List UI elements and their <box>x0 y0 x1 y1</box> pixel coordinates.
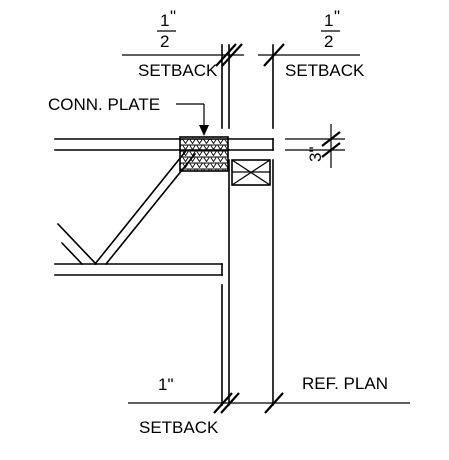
connector-plate <box>179 136 229 172</box>
top-plate-blocking <box>231 159 271 186</box>
bottom-tick-3 <box>264 392 284 414</box>
top-left-tick-2 <box>221 43 243 67</box>
bottom-setback-label: SETBACK <box>139 418 219 437</box>
connector-plate-hatch <box>179 136 229 172</box>
conn-plate-label: CONN. PLATE <box>48 95 160 114</box>
top-right-fraction-denominator: 2 <box>324 32 333 51</box>
top-left-fraction-denominator: 2 <box>160 32 169 51</box>
top-right-setback-label: SETBACK <box>285 61 365 80</box>
bottom-dimension-value: 1" <box>158 375 174 394</box>
top-left-inch-mark: " <box>170 7 176 26</box>
top-left-setback-label: SETBACK <box>138 61 218 80</box>
bottom-tick-2 <box>220 392 240 414</box>
web-left-lower-edge <box>60 241 84 266</box>
top-right-inch-mark: " <box>334 7 340 26</box>
ref-plan-label: REF. PLAN <box>302 374 388 393</box>
truss-webs <box>56 150 197 266</box>
three-inch-dimension: 3" <box>285 124 345 168</box>
bottom-tick-1 <box>213 392 233 414</box>
dim-3-tick-bottom <box>321 142 341 158</box>
dim-3-label: 3" <box>306 147 325 163</box>
conn-plate-callout: CONN. PLATE <box>48 95 209 136</box>
top-right-setback-dimension: 1 " 2 SETBACK <box>258 7 365 80</box>
dim-3-tick-top <box>321 131 341 147</box>
web-diagonal-lower-edge <box>104 152 197 266</box>
bottom-setback-dimension: 1" SETBACK REF. PLAN <box>128 374 410 437</box>
top-left-setback-dimension: 1 " 2 SETBACK <box>122 7 244 80</box>
truss-bottom-chord <box>54 263 223 276</box>
web-diagonal-upper-edge <box>93 150 187 266</box>
top-right-tick <box>263 43 285 67</box>
top-right-fraction-numerator: 1 <box>324 11 333 30</box>
conn-plate-arrowhead <box>199 125 209 136</box>
truss-top-chord <box>54 138 274 151</box>
web-left-upper-edge <box>56 222 98 266</box>
vertical-lines <box>221 44 274 406</box>
top-left-tick <box>215 43 237 67</box>
top-left-fraction-numerator: 1 <box>160 11 169 30</box>
